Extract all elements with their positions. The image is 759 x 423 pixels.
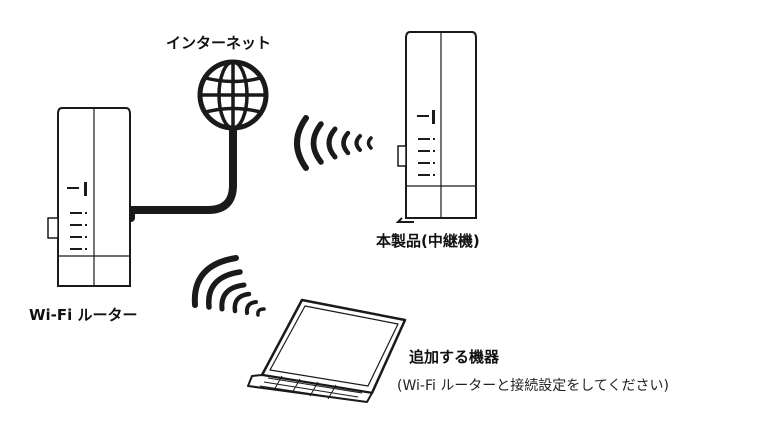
laptop-icon [247,298,407,403]
router-device [47,107,131,287]
globe-icon [197,59,269,131]
ethernet-cable [127,124,237,222]
device-label: 追加する機器 [409,348,500,366]
device-note: (Wi-Fi ルーターと接続設定をしてください) [397,378,669,394]
router-label: Wi-Fi ルーター [29,306,138,324]
wifi-wave-icon [294,115,373,171]
internet-label: インターネット [166,34,272,52]
extender-label: 本製品(中継機) [376,232,480,250]
extender-device [395,31,477,223]
wifi-wave-icon [191,255,266,317]
